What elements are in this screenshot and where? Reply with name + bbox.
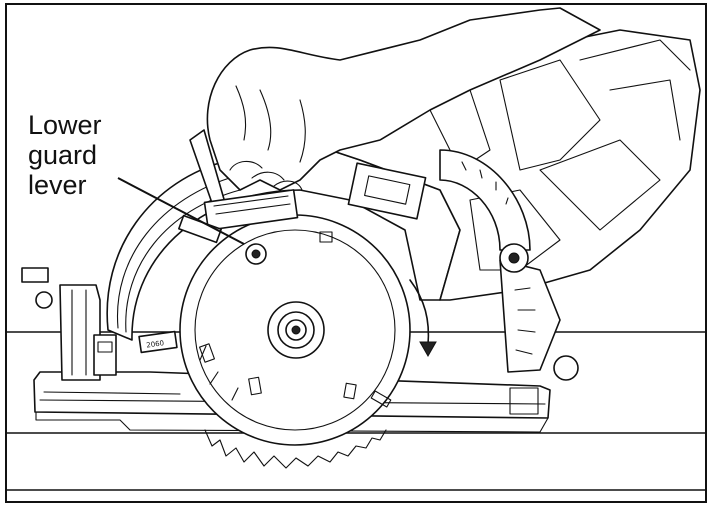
lower-guard-lever-label: Lower guard lever [28,110,102,200]
bevel-bracket [21,267,117,381]
operator-hand [206,7,601,191]
motor-housing [329,29,701,301]
arbor-bolt [267,301,325,359]
svg-text:2060: 2060 [146,339,165,349]
figure-frame [5,3,707,503]
depth-scale [439,149,579,381]
lower-guard-lever [178,129,299,265]
callout-leader-line [117,177,245,245]
saw-blade-teeth [204,429,387,469]
